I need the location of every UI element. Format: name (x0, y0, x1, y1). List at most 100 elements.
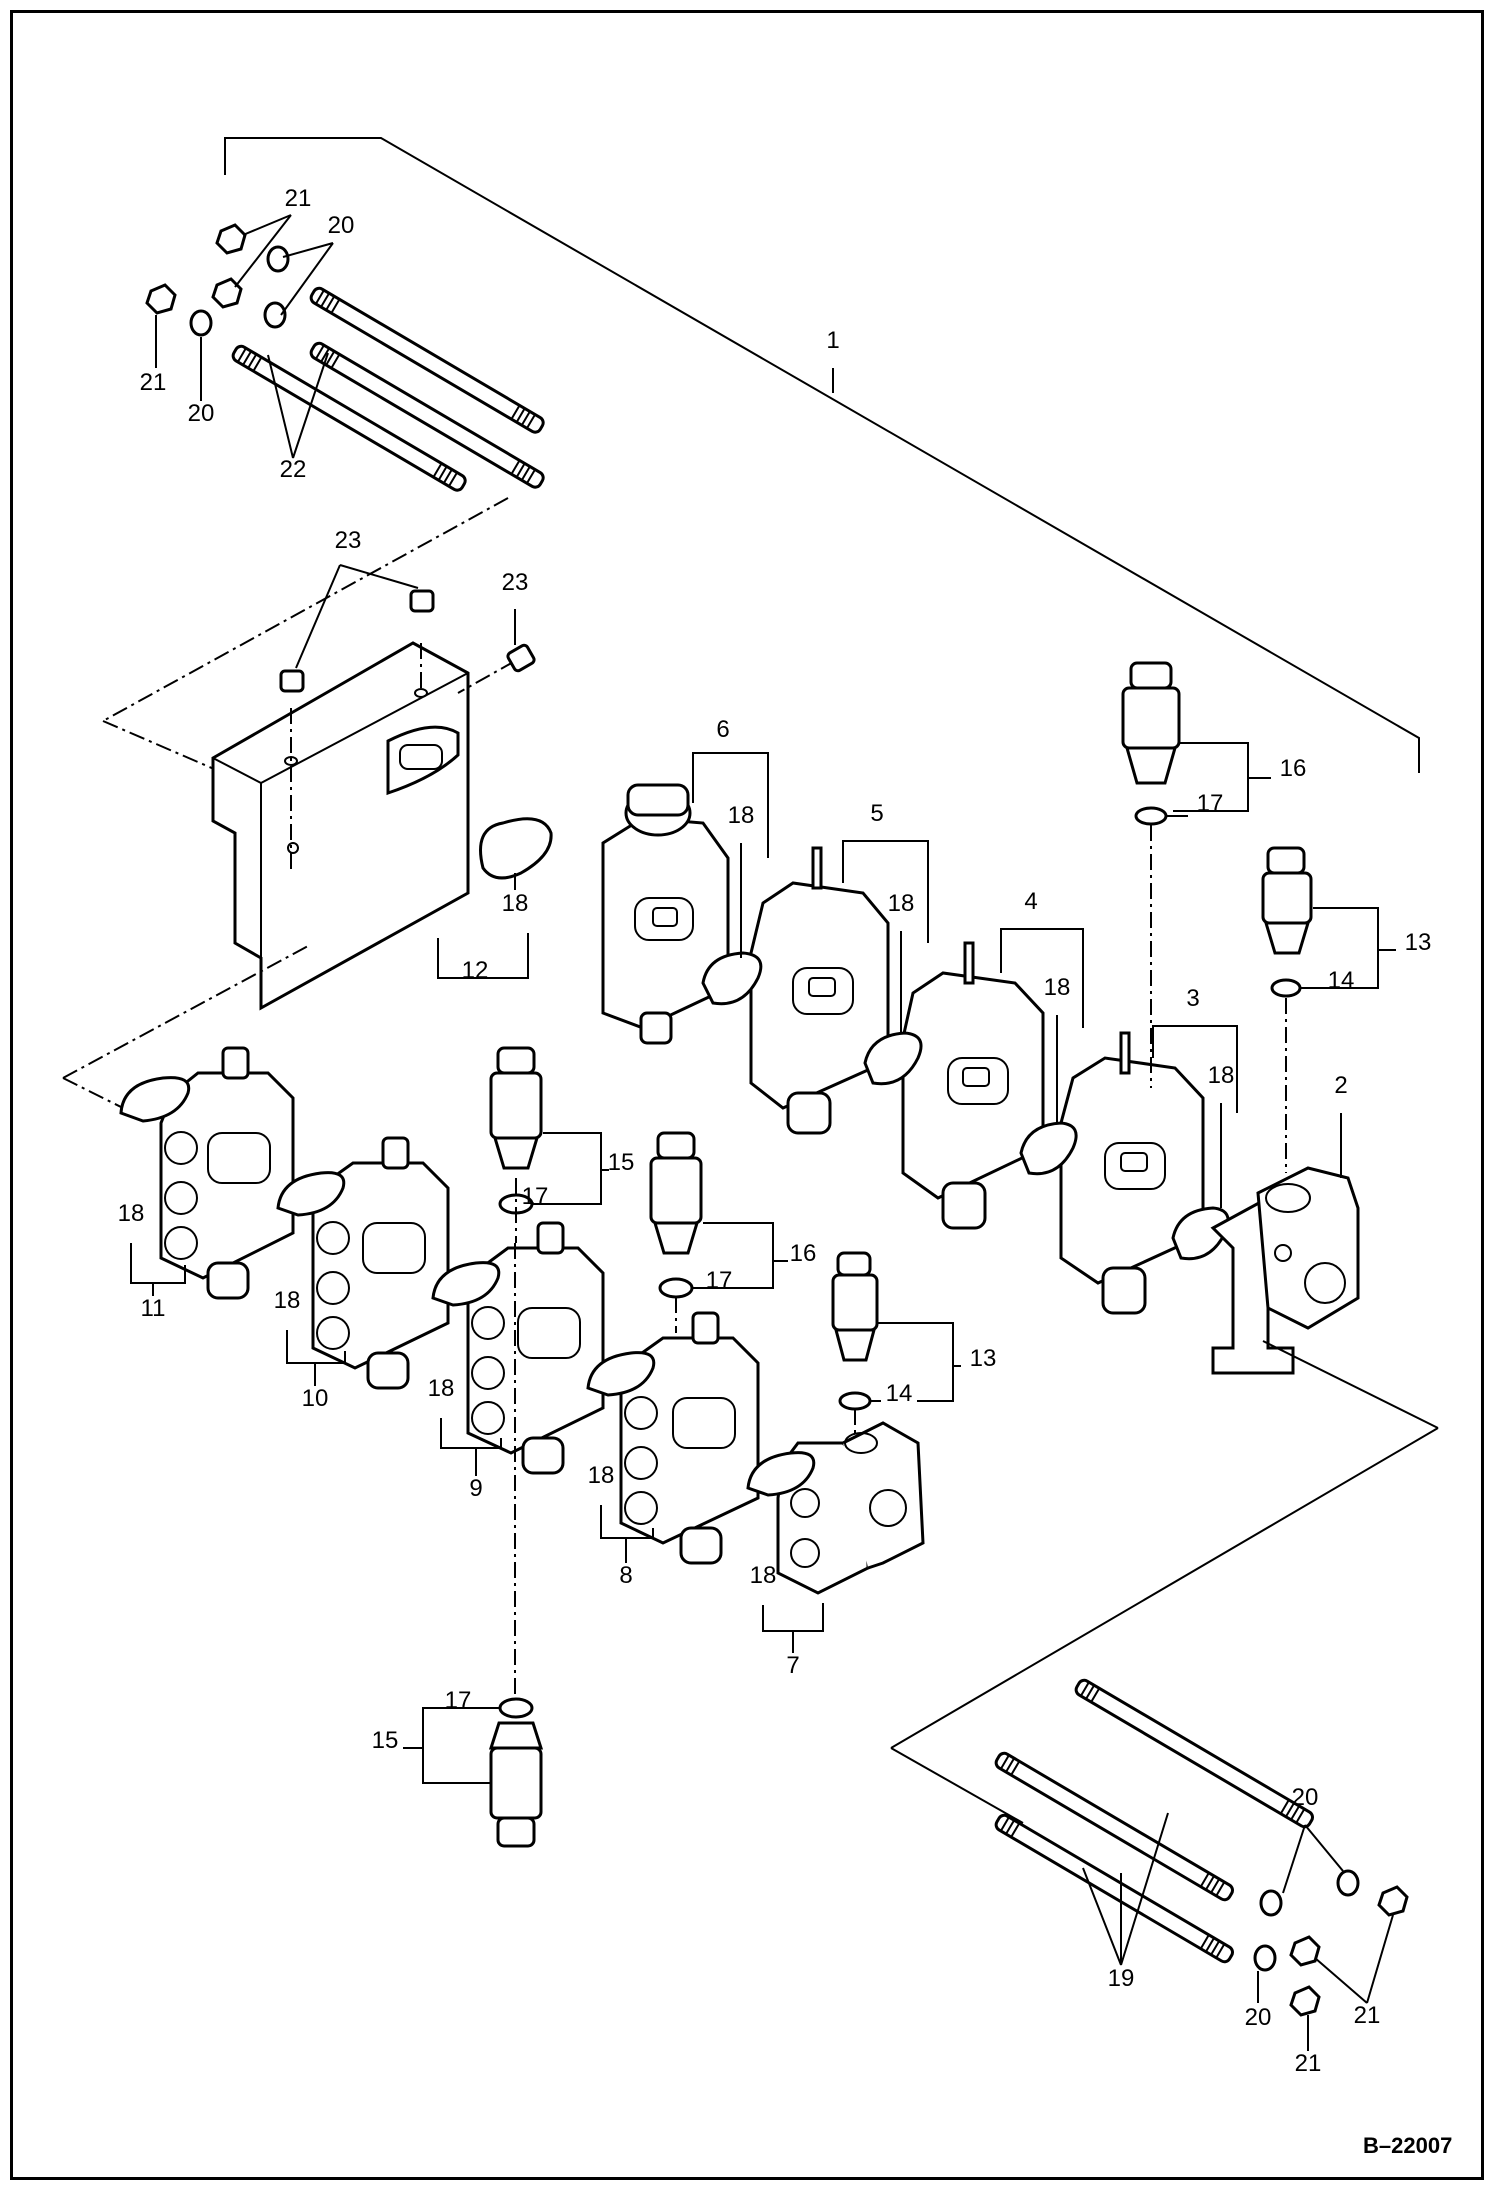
lock-washer (1253, 1944, 1277, 1972)
centerline (102, 497, 509, 722)
o-ring-seal (431, 1261, 501, 1307)
plug-23 (279, 589, 536, 693)
callout-c21b: 21 (140, 369, 167, 396)
callout-c18i: 18 (588, 1462, 615, 1489)
relief-valve-15-bottom (488, 1721, 544, 1848)
o-ring-seal (1019, 1121, 1078, 1176)
assembly-bracket-line (224, 137, 1420, 773)
callout-c18e: 18 (1208, 1062, 1235, 1089)
relief-valve-15-middle (489, 1046, 543, 1170)
callout-c18g: 18 (274, 1287, 301, 1314)
o-ring-14 (838, 1391, 872, 1411)
tie-rod (309, 286, 545, 434)
section-5 (749, 846, 890, 1135)
relief-valve-16-middle (649, 1131, 703, 1255)
callout-c18d: 18 (1044, 974, 1071, 1001)
o-ring-seal (746, 1451, 816, 1497)
callout-c3: 3 (1186, 985, 1199, 1012)
callout-c5: 5 (870, 800, 883, 827)
tie-rod (309, 341, 545, 489)
o-ring-seal (863, 1031, 923, 1086)
callout-c21a: 21 (285, 185, 312, 212)
section-3 (1059, 1031, 1205, 1315)
drawing-code: B–22007 (1363, 2133, 1452, 2158)
o-ring-seal (276, 1171, 346, 1217)
section-7 (776, 1421, 925, 1595)
callout-c18h: 18 (428, 1375, 455, 1402)
lock-washer (263, 301, 287, 329)
lock-washer (266, 245, 290, 273)
callout-c8: 8 (619, 1562, 632, 1589)
callout-c15a: 15 (608, 1149, 635, 1176)
callout-labels: 1234567891011121313141415151616171717171… (118, 185, 1432, 2077)
callout-c6: 6 (716, 716, 729, 743)
callout-c7: 7 (786, 1652, 799, 1679)
relief-valve-13-upper (1261, 846, 1313, 955)
section-8 (619, 1311, 760, 1565)
callout-c20b: 20 (188, 400, 215, 427)
section-9 (466, 1221, 605, 1475)
callout-c19: 19 (1108, 1965, 1135, 1992)
callout-c15b: 15 (372, 1727, 399, 1754)
outlet-end-section (1210, 1166, 1360, 1375)
callout-c11: 11 (141, 1295, 166, 1322)
callout-c16a: 16 (1280, 755, 1307, 782)
nut-washer-group-bottom (1253, 1869, 1409, 2017)
tie-rod (231, 344, 467, 492)
hex-nut (1289, 1985, 1321, 2017)
callout-c20c: 20 (1292, 1784, 1319, 1811)
lock-washer (1259, 1889, 1283, 1917)
callout-c23a: 23 (335, 527, 362, 554)
relief-valve-16-upper (1121, 661, 1181, 785)
callout-c20a: 20 (328, 212, 355, 239)
o-ring-seal (701, 951, 763, 1006)
lock-washer (1336, 1869, 1360, 1897)
callout-c13a: 13 (1405, 929, 1432, 956)
hex-nut (211, 277, 243, 309)
relief-valve-13-middle (831, 1251, 879, 1362)
callout-c21d: 21 (1295, 2050, 1322, 2077)
callout-c17d: 17 (445, 1687, 472, 1714)
callout-c18a: 18 (502, 890, 529, 917)
callout-c1: 1 (826, 327, 839, 354)
o-ring-seal (479, 817, 553, 880)
callout-c10: 10 (302, 1385, 329, 1412)
callout-c20d: 20 (1245, 2004, 1272, 2031)
exploded-parts-diagram: 1234567891011121313141415151616171717171… (62, 137, 1452, 2158)
section-6 (601, 783, 730, 1045)
callout-c14b: 14 (886, 1380, 913, 1407)
lock-washer (189, 309, 213, 337)
callout-c23b: 23 (502, 569, 529, 596)
section-10 (311, 1136, 450, 1390)
o-ring-17 (498, 1697, 534, 1719)
tie-rod-group-bottom (994, 1678, 1314, 1964)
callout-c4: 4 (1024, 888, 1037, 915)
section-11 (159, 1046, 295, 1300)
callout-c18b: 18 (728, 802, 755, 829)
assembly-bracket-line-bottom (890, 1340, 1439, 1749)
callout-c12: 12 (462, 957, 489, 984)
callout-c17c: 17 (706, 1267, 733, 1294)
hex-nut (1377, 1885, 1409, 1917)
inlet-end-block (211, 641, 470, 1011)
o-ring-seal (119, 1076, 191, 1123)
o-ring-seal (586, 1351, 656, 1397)
hex-nut (215, 223, 247, 255)
o-ring-17 (658, 1277, 694, 1299)
nut-washer-group-top (145, 223, 290, 337)
callout-c9: 9 (469, 1475, 482, 1502)
callout-c2: 2 (1334, 1072, 1347, 1099)
callout-c13b: 13 (970, 1345, 997, 1372)
hex-nut (1289, 1935, 1321, 1967)
section-4 (901, 941, 1045, 1230)
o-ring-17 (1134, 806, 1168, 826)
callout-c22: 22 (280, 456, 307, 483)
callout-c18c: 18 (888, 890, 915, 917)
o-ring-seal (1171, 1206, 1230, 1261)
callout-c18j: 18 (750, 1562, 777, 1589)
tie-rod-group-top (231, 286, 545, 492)
callout-c16b: 16 (790, 1240, 817, 1267)
o-ring-14 (1270, 978, 1302, 998)
callout-c14a: 14 (1328, 967, 1355, 994)
